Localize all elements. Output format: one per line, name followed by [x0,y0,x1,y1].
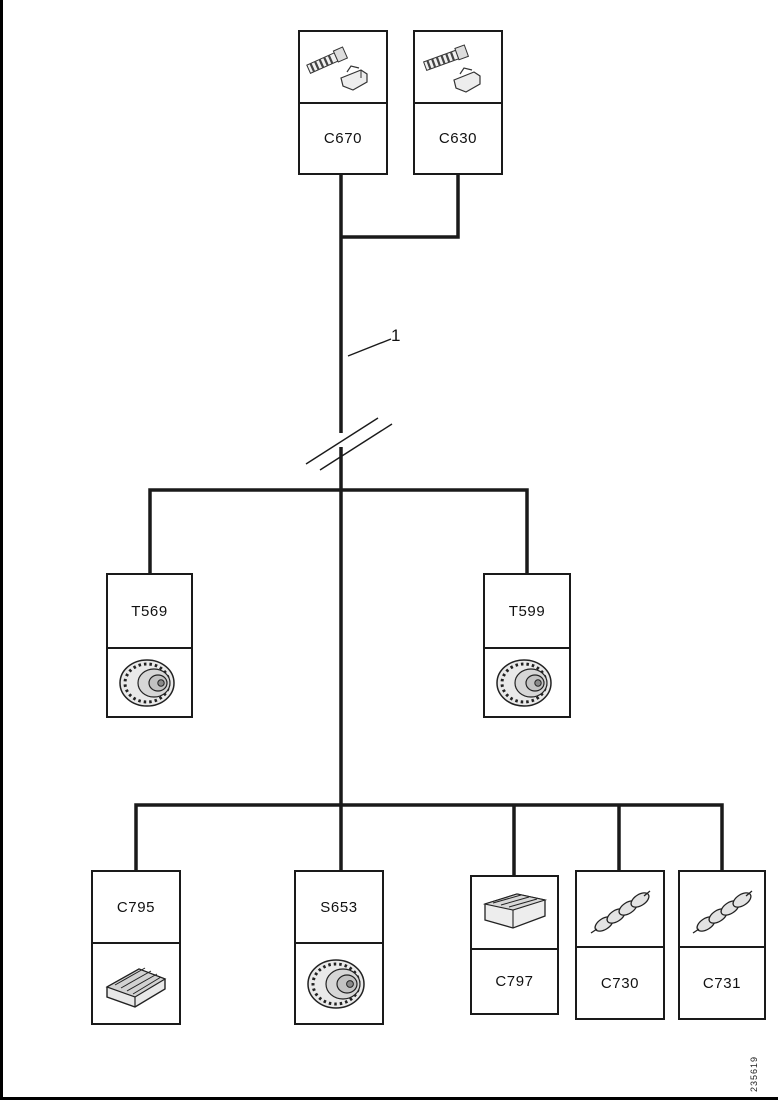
connector-label-t599: T599 [508,602,546,620]
terminal-pins-icon [306,46,368,91]
wire-callout: 1 [391,326,401,345]
connector-box-c730: C730 [575,870,665,1020]
connector-box-t569: T569 [106,573,193,718]
connector-box-c731: C731 [678,870,766,1020]
round-connector-icon [118,658,175,707]
plug-connector-icon [105,967,167,1008]
terminal-pins-icon [422,44,481,93]
housing-connector-icon [482,892,547,929]
twisted-wire-icon [692,890,753,934]
icon-cell [296,942,382,1023]
label-cell: T599 [485,575,569,647]
connector-label-c795: C795 [116,898,156,916]
connector-label-s653: S653 [320,898,358,916]
connector-box-t599: T599 [483,573,571,718]
icon-cell [300,32,386,102]
icon-cell [485,647,569,716]
connector-box-c797: C797 [470,875,559,1015]
round-connector-icon [496,658,552,707]
connector-box-c795: C795 [91,870,181,1025]
connector-label-c630: C630 [438,130,478,147]
label-cell: S653 [296,872,382,942]
label-cell: C630 [415,102,501,173]
connector-box-c670: C670 [298,30,388,175]
connector-label-c670: C670 [323,130,363,147]
icon-cell [108,647,191,716]
label-cell: C797 [472,948,557,1013]
label-cell: C795 [93,872,179,942]
label-cell: T569 [108,575,191,647]
connector-label-c797: C797 [495,973,534,990]
connector-label-c730: C730 [600,974,640,992]
connector-box-s653: S653 [294,870,384,1025]
connector-label-t569: T569 [131,602,168,620]
connector-box-c630: C630 [413,30,503,175]
icon-cell [93,942,179,1023]
icon-cell [415,32,501,102]
round-connector-icon [307,958,365,1009]
icon-cell [472,877,557,948]
callout-leader-line [347,338,392,357]
icon-cell [680,872,764,946]
doc-number: 235619 [749,1055,759,1092]
label-cell: C670 [300,102,386,173]
label-cell: C731 [680,946,764,1018]
label-cell: C730 [577,946,663,1018]
connector-label-c731: C731 [702,974,742,992]
wiring-lines [134,175,724,875]
harness-wires [134,175,724,875]
twisted-wire-icon [590,890,651,934]
icon-cell [577,872,663,946]
wire-break-symbol [305,417,393,471]
